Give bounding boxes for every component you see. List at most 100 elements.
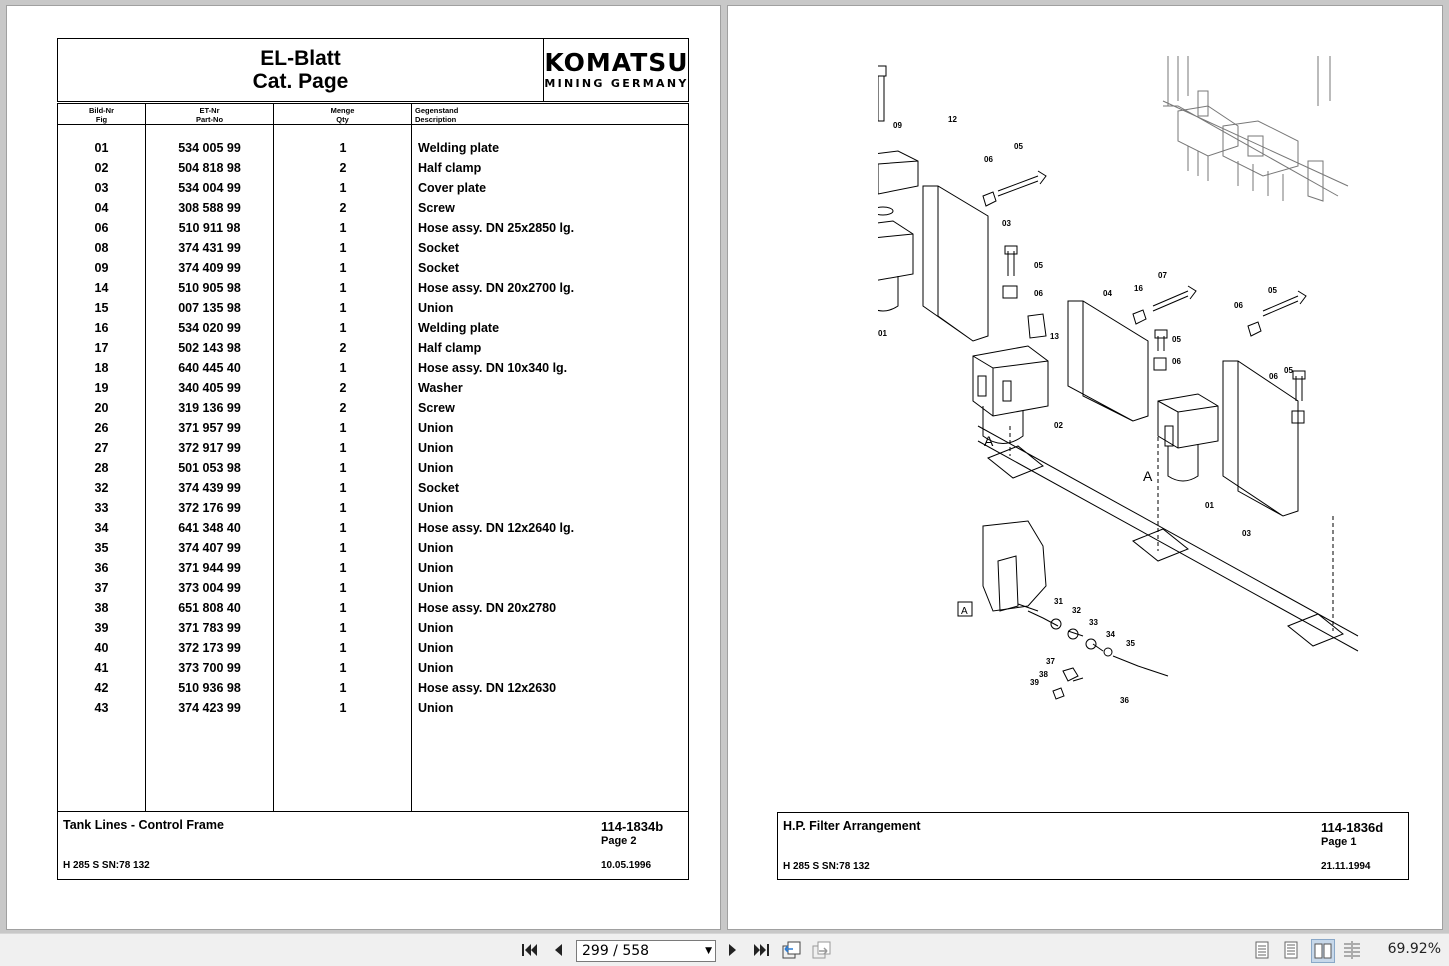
quantity: 1 [339, 621, 347, 635]
spacer-06-e [1291, 410, 1305, 424]
viewer-toolbar: 299 / 558 ▼ 69.92% [0, 933, 1449, 966]
part-number: 371 944 99 [178, 561, 241, 575]
description: Socket [418, 241, 459, 255]
fig-number: 03 [94, 181, 109, 195]
fig-number: 17 [94, 341, 109, 355]
machine-model: H 285 S SN:78 132 [783, 861, 870, 872]
quantity: 2 [339, 381, 347, 395]
single-page-icon[interactable] [1252, 940, 1272, 960]
title-line-2: Cat. Page [252, 70, 349, 93]
quantity: 1 [339, 581, 347, 595]
description: Half clamp [418, 161, 482, 175]
fig-number: 18 [94, 361, 109, 375]
fig-number: 37 [94, 581, 109, 595]
quantity: 1 [339, 501, 347, 515]
description: Union [418, 501, 454, 515]
logo-main-text: KOMATSU [544, 48, 689, 77]
zoom-level[interactable]: 69.92% [1387, 941, 1441, 957]
part-number: 504 818 98 [178, 161, 241, 175]
quantity: 1 [339, 701, 347, 715]
fig-number: 32 [94, 481, 109, 495]
spacer-06-d [1247, 321, 1262, 337]
drawing-page: Page 2 [601, 835, 637, 847]
bracket-04 [1067, 300, 1149, 422]
part-number: 374 431 99 [178, 241, 241, 255]
fig-number: 26 [94, 421, 109, 435]
fig-number: 27 [94, 441, 109, 455]
quantity: 1 [339, 481, 347, 495]
description: Union [418, 421, 454, 435]
drawing-code: 114-1836d [1321, 820, 1384, 835]
title-line-1: EL-Blatt [260, 47, 341, 70]
quantity: 1 [339, 461, 347, 475]
part-number: 501 053 98 [178, 461, 241, 475]
description: Welding plate [418, 141, 500, 155]
quantity: 1 [339, 181, 347, 195]
part-number: 534 020 99 [178, 321, 241, 335]
continuous-icon[interactable] [1281, 940, 1301, 960]
description: Union [418, 701, 454, 715]
fig-number: 39 [94, 621, 109, 635]
title-block-right: H.P. Filter Arrangement 114-1836d Page 1… [777, 812, 1409, 880]
page-number-input[interactable]: 299 / 558 ▼ [576, 940, 716, 962]
first-page-icon[interactable] [520, 940, 540, 960]
part-number: 502 143 98 [178, 341, 241, 355]
drawing-title: Tank Lines - Control Frame [63, 818, 224, 832]
description: Union [418, 581, 454, 595]
description: Socket [418, 261, 459, 275]
spacer-06-b [1002, 285, 1018, 299]
fig-number: 04 [94, 201, 109, 215]
quantity: 1 [339, 521, 347, 535]
part-number: 374 407 99 [178, 541, 241, 555]
title-block-left: Tank Lines - Control Frame 114-1834b Pag… [57, 812, 689, 880]
fig-number: 08 [94, 241, 109, 255]
bolt-07 [1152, 285, 1197, 312]
valve-block-drawing [1162, 56, 1349, 202]
quantity: 1 [339, 421, 347, 435]
quantity: 1 [339, 441, 347, 455]
right-page: 10 09 12 05 06 11 03 05 06 A 01 04 16 07… [727, 5, 1443, 930]
fig-number: 14 [94, 281, 109, 295]
bolt-05-e [1292, 370, 1306, 401]
previous-page-icon[interactable] [548, 940, 568, 960]
quantity: 2 [339, 341, 347, 355]
quantity: 1 [339, 681, 347, 695]
spacer-16 [1132, 309, 1147, 325]
bolt-05-c [1154, 329, 1168, 351]
previous-view-icon[interactable] [781, 940, 801, 960]
bracket-03-right [1222, 360, 1299, 517]
facing-icon[interactable] [1311, 939, 1335, 963]
page-dropdown-icon[interactable]: ▼ [705, 946, 712, 956]
next-page-icon[interactable] [723, 940, 743, 960]
sensor-13 [1027, 313, 1047, 339]
description: Union [418, 541, 454, 555]
quantity: 1 [339, 321, 347, 335]
description: Hose assy. DN 20x2780 [418, 601, 557, 615]
exploded-view-diagram [878, 56, 1359, 700]
fig-number: 38 [94, 601, 109, 615]
continuous-facing-icon[interactable] [1342, 940, 1362, 960]
filter-01-right [1157, 393, 1219, 482]
bracket-03-left [922, 185, 989, 342]
next-view-icon[interactable] [811, 940, 831, 960]
quantity: 1 [339, 261, 347, 275]
fig-number: 20 [94, 401, 109, 415]
last-page-icon[interactable] [751, 940, 771, 960]
